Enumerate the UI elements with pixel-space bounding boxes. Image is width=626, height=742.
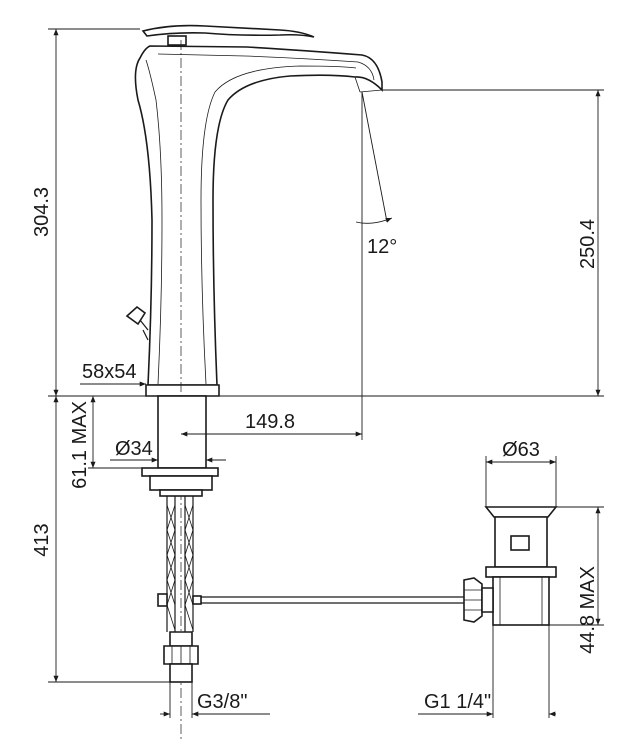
waste-thread-label: G1 1/4" — [424, 691, 491, 713]
below-deck-label: 413 — [31, 523, 53, 556]
waste-max-label: 44.8 MAX — [577, 566, 599, 654]
dim-spout-reach: 149.8 — [181, 228, 363, 440]
dim-spout-height: 250.4 — [219, 89, 604, 397]
base-ring — [145, 384, 220, 397]
lever-stem — [167, 35, 187, 46]
dim-base-size: 58x54 — [80, 361, 146, 387]
spout-tip — [354, 76, 383, 93]
dim-overall-height: 304.3 — [31, 28, 146, 397]
shank-diameter-label: Ø34 — [115, 438, 153, 460]
dim-deck-thickness: 61.1 MAX — [69, 396, 142, 489]
deck-thickness-label: 61.1 MAX — [69, 401, 91, 489]
body-inner-contour — [157, 53, 375, 385]
faucet-outline — [134, 45, 383, 386]
body-left-contour — [145, 59, 163, 385]
overall-height-label: 304.3 — [31, 187, 53, 237]
pull-rod — [201, 596, 464, 604]
dim-waste-diameter: Ø63 — [485, 439, 557, 507]
shank-assembly — [141, 395, 219, 683]
dim-supply-thread: G3/8" — [160, 682, 270, 718]
dim-spout-angle: 12° — [355, 91, 397, 258]
spout-height-label: 250.4 — [577, 219, 599, 269]
dim-shank-diameter: Ø34 — [110, 438, 226, 463]
spout-angle-label: 12° — [367, 236, 397, 258]
base-size-label: 58x54 — [82, 361, 137, 383]
popup-rod-knob — [125, 305, 149, 341]
waste-diameter-label: Ø63 — [502, 439, 540, 461]
dim-waste-thread: G1 1/4" — [418, 625, 556, 718]
dim-below-deck: 413 — [31, 396, 170, 683]
dim-waste-max: 44.8 MAX — [549, 506, 604, 654]
supply-thread-label: G3/8" — [197, 691, 247, 713]
lever-handle — [141, 24, 315, 38]
spout-reach-label: 149.8 — [245, 411, 295, 433]
faucet-body — [125, 24, 383, 740]
waste-assembly — [463, 506, 558, 626]
